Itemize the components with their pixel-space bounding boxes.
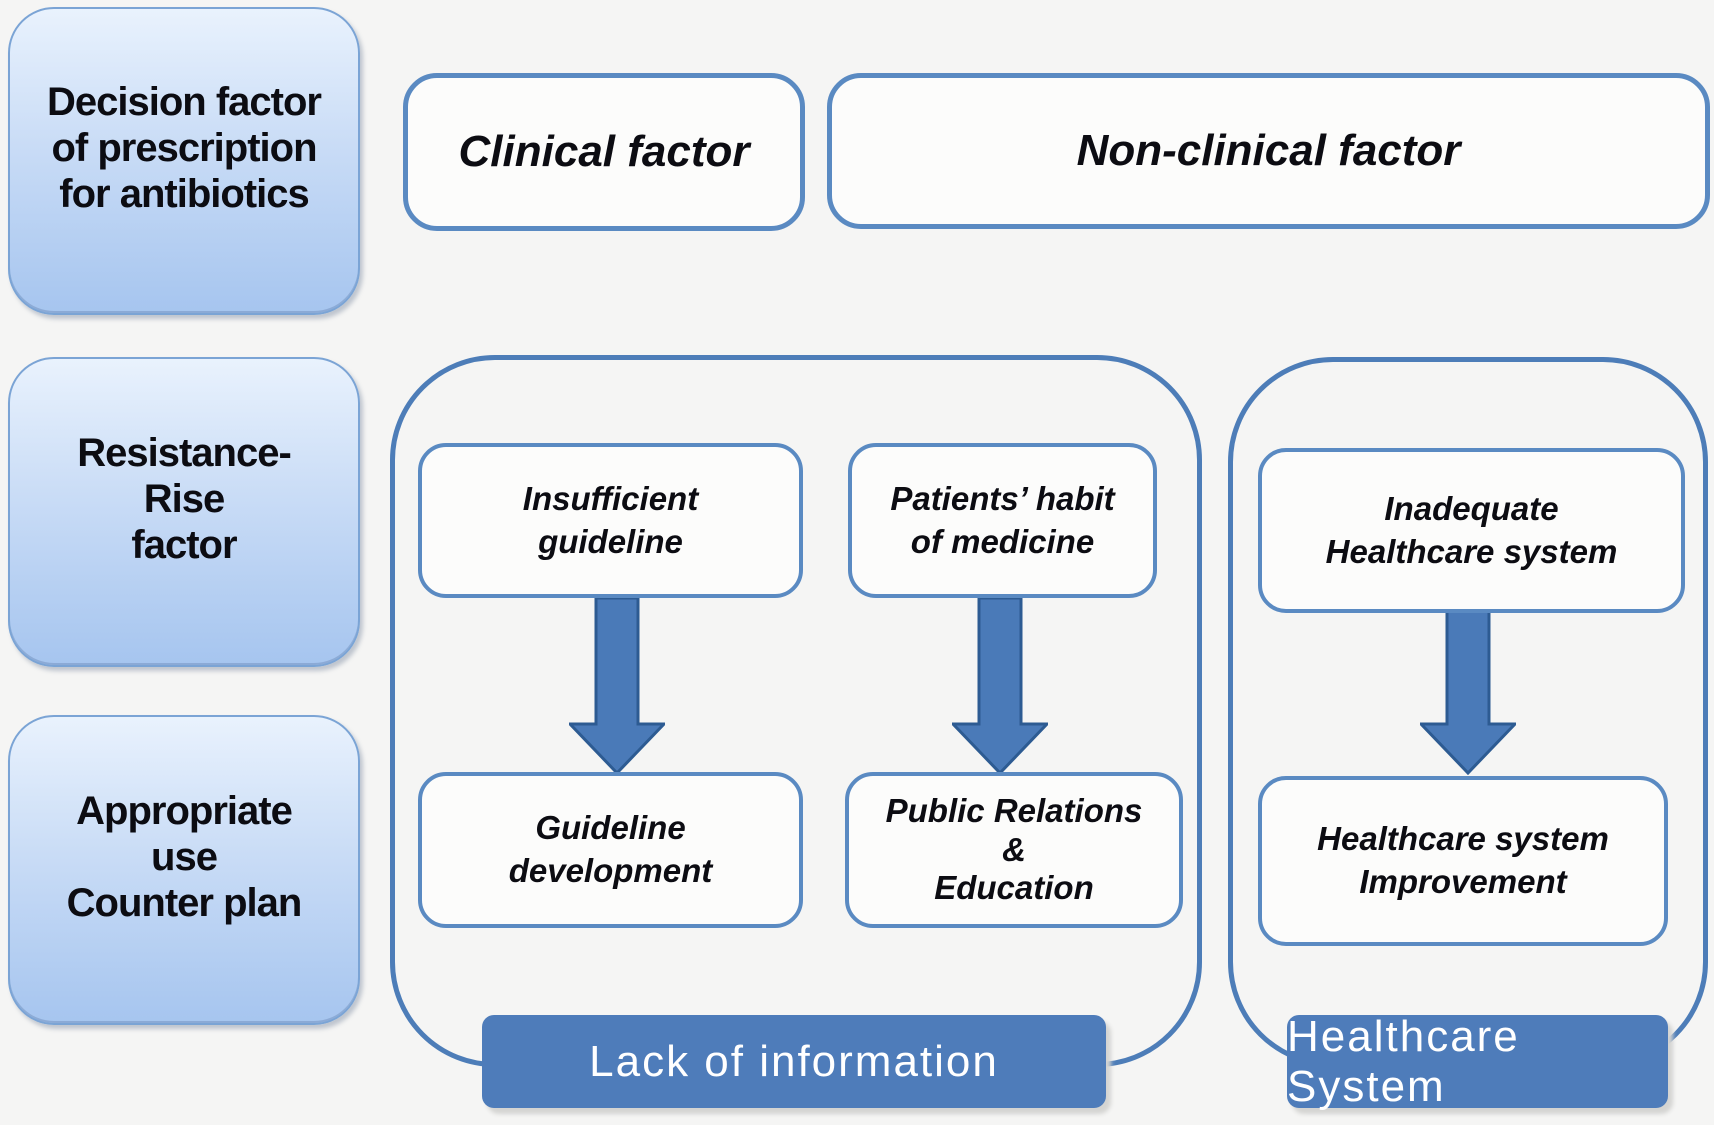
- row-header-appropriate-use-counter-plan: Appropriate use Counter plan: [8, 715, 360, 1025]
- counter-box-healthcare-system-improvement: Healthcare system Improvement: [1258, 776, 1668, 946]
- row-header-decision-factor: Decision factor of prescription for anti…: [8, 7, 360, 315]
- factor-box-patients-habit-of-medicine: Patients’ habit of medicine: [848, 443, 1157, 598]
- counter-box-guideline-development: Guideline development: [418, 772, 803, 928]
- column-header-non-clinical-factor: Non-clinical factor: [827, 73, 1710, 229]
- down-arrow-icon: [952, 597, 1048, 775]
- category-label-lack-of-information: Lack of information: [482, 1015, 1106, 1108]
- row-header-resistance-rise-factor: Resistance- Rise factor: [8, 357, 360, 667]
- factor-box-insufficient-guideline: Insufficient guideline: [418, 443, 803, 598]
- counter-box-public-relations-education: Public Relations & Education: [845, 772, 1183, 928]
- column-header-clinical-factor: Clinical factor: [403, 73, 805, 231]
- down-arrow-icon: [1420, 597, 1516, 775]
- factor-box-inadequate-healthcare-system: Inadequate Healthcare system: [1258, 448, 1685, 613]
- down-arrow-icon: [569, 597, 665, 775]
- category-label-healthcare-system: Healthcare System: [1287, 1012, 1668, 1111]
